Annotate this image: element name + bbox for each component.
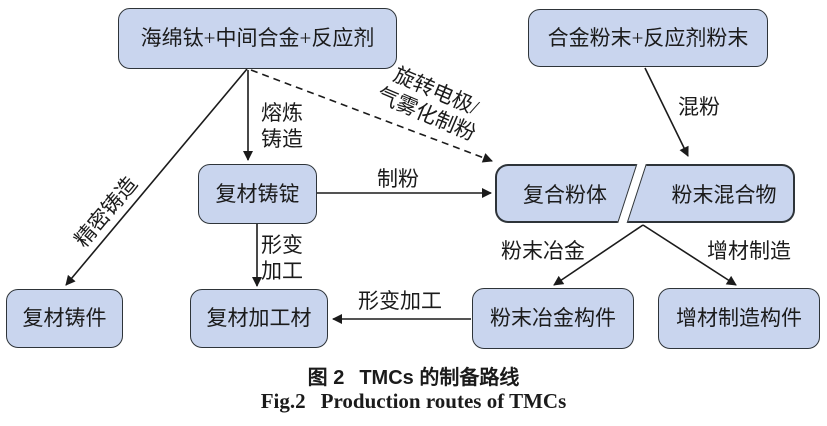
edge-label-melting-casting-line1: 熔炼 — [261, 101, 303, 125]
edge-label-powder-metallurgy: 粉末冶金 — [501, 239, 585, 263]
node-powder-group: 复合粉体 粉末混合物 — [495, 164, 795, 223]
arrow-sponge-to-composite-powder-dashed — [250, 69, 493, 163]
edge-label-deformation-line2: 加工 — [261, 259, 303, 283]
edge-label-deformation: 形变 加工 — [261, 232, 303, 284]
node-composite-powder: 复合粉体 — [523, 182, 607, 207]
arrow-powder-to-am-component — [642, 224, 737, 286]
arrow-powder-to-pm-component — [553, 224, 644, 286]
node-alloy-powder: 合金粉末+反应剂粉末 — [528, 9, 768, 67]
figure-caption-en-title: Production routes of TMCs — [320, 389, 567, 413]
figure-caption-en-number: Fig.2 — [260, 389, 306, 413]
edge-label-melting-casting-line2: 铸造 — [261, 127, 303, 151]
node-powder-mixture: 粉末混合物 — [671, 182, 777, 207]
edge-label-melting-casting: 熔炼 铸造 — [261, 100, 303, 152]
powder-group-background — [496, 165, 794, 222]
figure-caption-en: Fig.2 Production routes of TMCs — [0, 389, 827, 414]
figure-caption-zh-number: 图 2 — [307, 367, 345, 389]
edge-label-deformation-processing: 形变加工 — [358, 289, 442, 313]
node-sponge-titanium: 海绵钛+中间合金+反应剂 — [118, 8, 397, 69]
node-pm-component: 粉末冶金构件 — [472, 288, 634, 349]
arrow-sponge-to-casting — [65, 68, 248, 286]
node-composite-casting: 复材铸件 — [6, 289, 123, 348]
edge-label-additive-manufacturing: 增材制造 — [707, 239, 791, 263]
edge-label-powder-making: 制粉 — [377, 167, 419, 191]
figure-caption-zh-title: TMCs 的制备路线 — [359, 367, 520, 389]
node-composite-ingot: 复材铸锭 — [198, 164, 317, 224]
arrow-alloy-to-powder-mixture — [644, 67, 689, 157]
node-am-component: 增材制造构件 — [658, 288, 820, 349]
edge-label-powder-mixing: 混粉 — [678, 95, 720, 119]
node-composite-wrought: 复材加工材 — [190, 289, 328, 348]
edge-label-deformation-line1: 形变 — [261, 233, 303, 257]
figure-caption-zh: 图 2 TMCs 的制备路线 — [0, 361, 827, 390]
